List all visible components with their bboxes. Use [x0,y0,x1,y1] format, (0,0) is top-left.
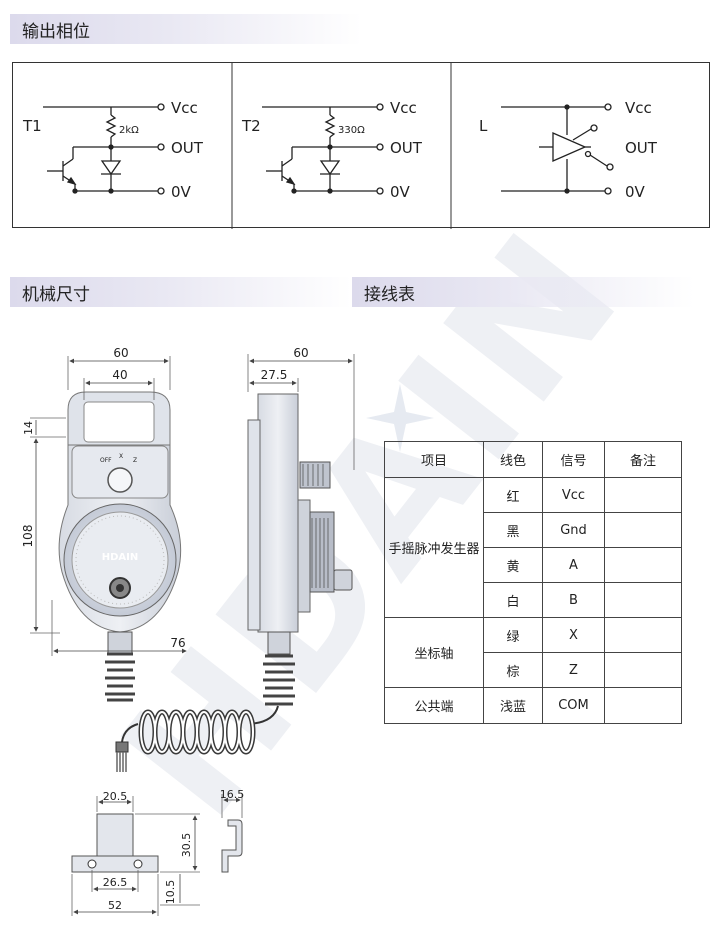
circuit-l: L Vcc OUT 0V [479,99,658,201]
circuit-diagrams: T1 Vcc 2kΩ OUT [22,63,658,229]
note-cell [604,582,682,618]
note-cell [604,512,682,548]
wire-color-cell: 红 [483,477,543,513]
wire-color-cell: 白 [483,582,543,618]
note-cell [604,547,682,583]
table-row: 坐标轴 绿 X [384,617,682,688]
note-cell [604,687,682,724]
output-phase-box: T1 Vcc 2kΩ OUT [12,62,710,229]
table-row: 公共端 浅蓝 COM [384,687,682,724]
dim-side-w60: 60 [293,346,308,360]
coiled-cable [115,705,279,772]
signal-cell: Gnd [542,512,605,548]
vcc-label: Vcc [625,99,652,117]
dim-bracket-side-w165: 16.5 [220,788,245,801]
circuit-label: T2 [241,117,261,135]
bracket-front-view: 20.5 26.5 52 30.5 10.5 [71,790,200,916]
circuit-t1: T1 Vcc 2kΩ OUT [22,99,204,201]
signal-cell: A [542,547,605,583]
note-cell [604,652,682,688]
note-cell [604,477,682,513]
resistor-label: 2kΩ [119,125,139,136]
section-title: 机械尺寸 [22,284,90,305]
vcc-label: Vcc [171,99,198,117]
side-view: 60 27.5 [247,346,355,706]
dim-front-w40: 40 [112,368,127,382]
group-cell: 公共端 [384,687,484,724]
table-header-cell: 线色 [483,441,543,478]
section-header-output-phase: 输出相位 [10,14,362,44]
table-header-cell: 信号 [542,441,605,478]
group-cell: 坐标轴 [384,617,484,688]
signal-cell: Z [542,652,605,688]
section-header-wiring: 接线表 [352,277,694,307]
wire-color-cell: 黑 [483,512,543,548]
dial-label-z: Z [133,457,137,464]
out-label: OUT [171,139,204,157]
zero-label: 0V [171,183,192,201]
circuit-t2: T2 Vcc 330Ω OUT [241,99,423,201]
section-header-mech-dims: 机械尺寸 [10,277,352,307]
circuit-label: L [479,117,488,135]
dim-bracket-w52: 52 [108,899,122,912]
signal-cell: X [542,617,605,653]
table-header-cell: 项目 [384,441,484,478]
dim-bracket-h105: 10.5 [164,880,177,905]
zero-label: 0V [625,183,646,201]
dial-label-x: X [119,453,123,460]
table-row: 手摇脉冲发生器 红 Vcc [384,477,682,618]
dim-front-h108: 108 [21,525,35,548]
dim-side-w275: 27.5 [261,368,288,382]
resistor-label: 330Ω [338,125,365,136]
vcc-label: Vcc [390,99,417,117]
table-header-cell: 备注 [604,441,682,478]
dim-front-w76: 76 [170,636,185,650]
dim-front-h14: 14 [22,421,35,435]
dial-brand: HDAIN [102,552,139,563]
circuit-label: T1 [22,117,42,135]
section-title: 接线表 [364,284,415,305]
note-cell [604,617,682,653]
dim-bracket-h305: 30.5 [180,833,193,858]
front-view: OFF X Z HDAIN 60 40 14 108 76 [21,346,187,702]
out-label: OUT [390,139,423,157]
wire-color-cell: 棕 [483,652,543,688]
group-cell: 手摇脉冲发生器 [384,477,484,618]
signal-cell: Vcc [542,477,605,513]
signal-cell: COM [542,687,605,724]
table-row: 黑 Gnd [385,512,682,548]
wire-color-cell: 黄 [483,547,543,583]
bracket-side-view: 16.5 [220,788,245,873]
out-label: OUT [625,139,658,157]
wiring-table: 项目 线色 信号 备注 手摇脉冲发生器 红 Vcc 黑 Gnd 黄 A 白 B … [384,441,682,724]
dim-bracket-w265: 26.5 [103,876,128,889]
dial-label-off: OFF [100,457,112,464]
dim-bracket-w205: 20.5 [103,790,128,803]
table-header-row: 项目 线色 信号 备注 [384,441,682,478]
dim-front-w60: 60 [113,346,128,360]
zero-label: 0V [390,183,411,201]
section-title: 输出相位 [22,21,90,42]
wire-color-cell: 浅蓝 [483,687,543,724]
signal-cell: B [542,582,605,618]
wire-color-cell: 绿 [483,617,543,653]
